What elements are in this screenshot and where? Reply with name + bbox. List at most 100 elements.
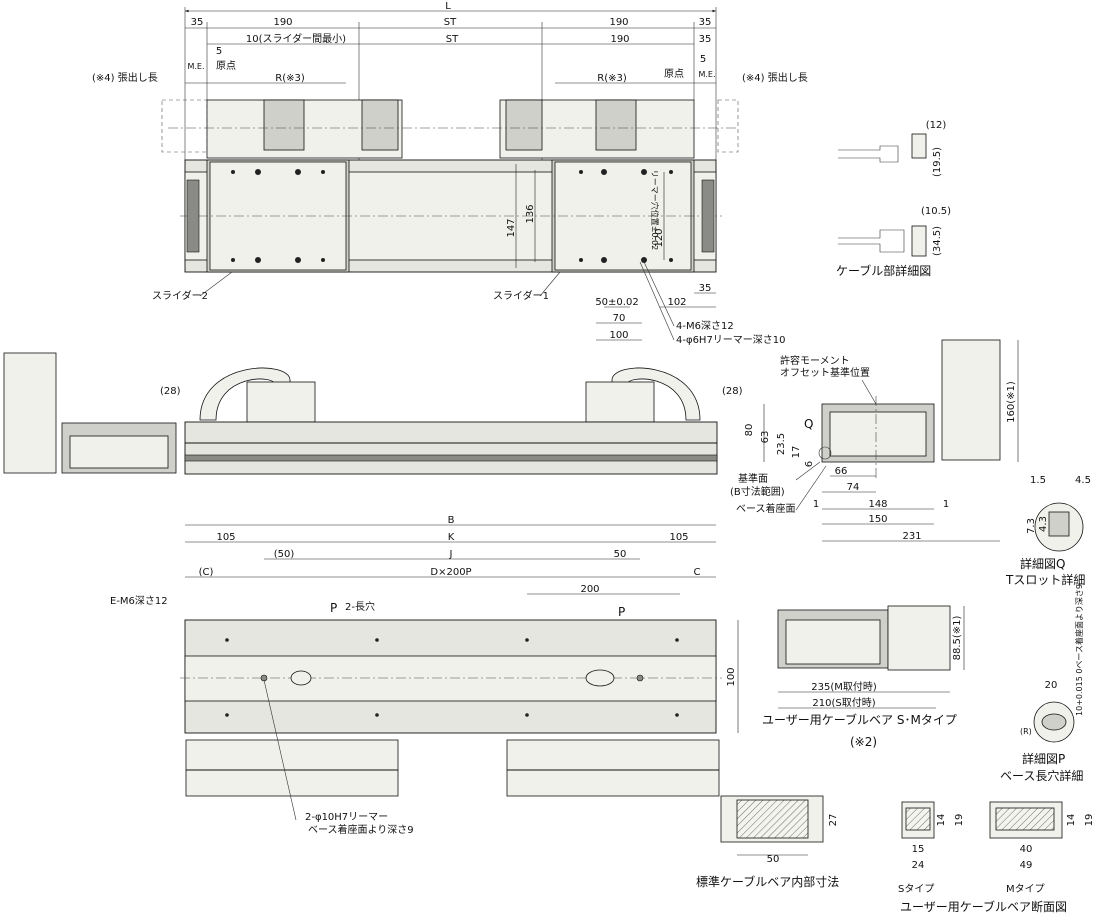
caption-cable-detail: ケーブル部詳細図 <box>836 263 931 278</box>
dim-35-second: 35 <box>699 34 712 45</box>
dim-102: 102 <box>667 297 686 308</box>
dim-14-s: 14 <box>936 814 947 827</box>
dim-20: 20 <box>1045 680 1058 691</box>
top-view: L 35 190 ST 190 35 10(スライダー間最小) ST 190 3… <box>92 1 808 346</box>
dim-210: 210(S取付時) <box>812 696 875 709</box>
label-ref-surface: 基準面 <box>738 472 768 485</box>
dim-J: J <box>449 549 453 560</box>
dim-50p: (50) <box>274 549 295 560</box>
cable-detail: (12) (19.5) (10.5) (34.5) ケーブル部詳細図 <box>836 120 951 278</box>
caption-detail-q: 詳細図Q <box>1020 556 1065 571</box>
caption-detail-p: 詳細図P <box>1022 751 1065 766</box>
caption-note2: (※2) <box>850 735 877 749</box>
dim-17: 17 <box>791 446 802 459</box>
dim-35-right: 35 <box>699 17 712 28</box>
end-view: 許容モーメント オフセット基準位置 80 63 23.5 17 6 Q 66 7… <box>730 339 1019 542</box>
dim-19-s: 19 <box>954 814 965 827</box>
bottom-view: B 105 K 105 (50) J 50 (C) D×200P C 200 E… <box>110 515 739 836</box>
label-moment: 許容モーメント <box>780 354 850 367</box>
dim-4-5: 4.5 <box>1075 475 1091 486</box>
dim-ST-second: ST <box>446 34 459 45</box>
dim-50-right: 50 <box>614 549 627 560</box>
dim-160: 160(※1) <box>1006 381 1017 423</box>
detail-q: 1.5 4.5 7.3 4.3 詳細図Q Tスロット詳細 <box>1005 475 1091 587</box>
dim-49: 49 <box>1020 860 1033 871</box>
dim-35-left: 35 <box>191 17 204 28</box>
dim-5-left: 5 <box>216 46 222 57</box>
dim-40: 40 <box>1020 844 1033 855</box>
label-offset: オフセット基準位置 <box>780 366 870 379</box>
label-m6-depth: 4-M6深さ12 <box>676 320 734 332</box>
label-m-type: Mタイプ <box>1006 883 1045 895</box>
dim-235: 235(M取付時) <box>811 680 877 693</box>
label-origin-left: 原点 <box>216 60 236 72</box>
label-me-left: M.E. <box>187 62 204 71</box>
dim-50-std: 50 <box>767 854 780 865</box>
dim-14-m: 14 <box>1066 814 1077 827</box>
label-reamer-pos: リーマー穴位置±0.02 <box>650 170 660 251</box>
label-origin-right: 原点 <box>664 68 684 80</box>
dim-R3-left: R(※3) <box>275 73 305 84</box>
label-s-type: Sタイプ <box>898 883 934 895</box>
dim-23-5: 23.5 <box>776 433 787 455</box>
dim-63: 63 <box>760 431 771 444</box>
dim-B: B <box>448 515 455 526</box>
dim-105-right: 105 <box>669 532 688 543</box>
dim-136: 136 <box>525 204 536 223</box>
dim-88-5: 88.5(※1) <box>952 615 963 660</box>
dim-tol10: 10+0.015 0ベース着座面より深さ9 <box>1074 584 1084 716</box>
dim-34-5: (34.5) <box>932 226 943 256</box>
label-me-right: M.E. <box>698 70 715 79</box>
dim-100-top: 100 <box>609 330 628 341</box>
label-b-range: (B寸法範囲) <box>730 485 785 498</box>
dim-105-left: 105 <box>216 532 235 543</box>
label-overhang-right: (※4) 張出し長 <box>742 71 808 84</box>
dim-1-left: 1 <box>813 499 819 510</box>
dim-4-3: 4.3 <box>1038 516 1049 532</box>
detail-p: 20 (R) 10+0.015 0ベース着座面より深さ9 詳細図P ベース長穴詳… <box>1000 584 1084 783</box>
dim-1-5: 1.5 <box>1030 475 1046 486</box>
label-phi6-reamer: 4-φ6H7リーマー深さ10 <box>676 334 786 346</box>
label-Q-end: Q <box>804 417 813 431</box>
dim-19-5: (19.5) <box>932 147 943 177</box>
dim-6: 6 <box>804 461 815 467</box>
dim-148: 148 <box>868 499 887 510</box>
dim-ST-top: ST <box>444 17 457 28</box>
dim-K: K <box>448 532 455 543</box>
dim-1-right: 1 <box>943 499 949 510</box>
label-P-right: P <box>618 605 625 619</box>
dim-66: 66 <box>835 466 848 477</box>
label-overhang-left: (※4) 張出し長 <box>92 71 158 84</box>
dim-190-second: 190 <box>610 34 629 45</box>
caption-std-cablebear: 標準ケーブルベア内部寸法 <box>696 874 839 889</box>
dim-190-right: 190 <box>609 17 628 28</box>
dim-35-bottom: 35 <box>699 283 712 294</box>
label-base-seat: ベース着座面 <box>736 502 796 515</box>
dim-Dx200P: D×200P <box>430 567 471 578</box>
dim-L: L <box>445 1 451 12</box>
dim-C: C <box>694 567 701 578</box>
label-P-left: P <box>330 601 337 615</box>
dim-147: 147 <box>506 218 517 237</box>
caption-user-cablebear: ユーザー用ケーブルベア S･Mタイプ <box>762 712 957 727</box>
dim-150: 150 <box>868 514 887 525</box>
label-p-slot: 2-長穴 <box>345 600 375 613</box>
dim-27: 27 <box>828 814 839 827</box>
dim-Cp: (C) <box>199 567 214 578</box>
dim-50-tol: 50±0.02 <box>595 297 638 308</box>
caption-base-slot: ベース長穴詳細 <box>1000 768 1083 783</box>
label-em6: E-M6深さ12 <box>110 595 168 607</box>
dim-231: 231 <box>902 531 921 542</box>
dim-200: 200 <box>580 584 599 595</box>
std-cablebear: 27 50 標準ケーブルベア内部寸法 <box>696 795 839 889</box>
dim-19-m: 19 <box>1084 814 1095 827</box>
caption-user-section: ユーザー用ケーブルベア断面図 <box>900 899 1067 914</box>
label-slider2: スライダー2 <box>152 289 208 302</box>
dim-24: 24 <box>912 860 925 871</box>
dim-80: 80 <box>744 424 755 437</box>
label-reamer10-depth: ベース着座面より深さ9 <box>308 823 414 836</box>
dim-28-right: (28) <box>722 386 743 397</box>
dim-10-5: (10.5) <box>921 206 951 217</box>
label-slider1: スライダー1 <box>493 289 549 302</box>
